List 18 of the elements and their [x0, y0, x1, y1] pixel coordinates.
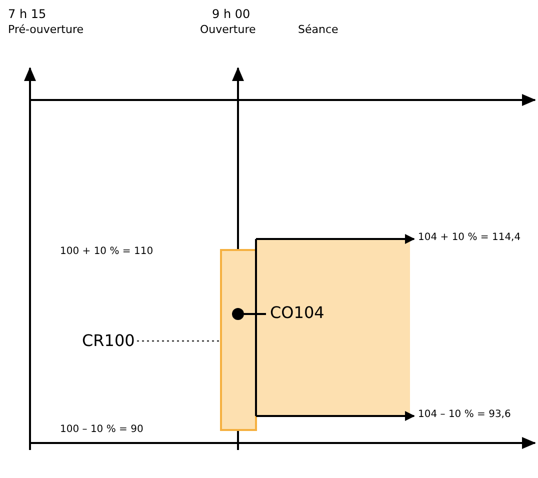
- limit-label: 100 + 10 % = 110: [60, 247, 154, 257]
- leader-line: [136, 340, 220, 342]
- price-label: CO104: [270, 305, 324, 321]
- price-dot: [232, 308, 244, 320]
- limit-label: 104 – 10 % = 93,6: [418, 410, 511, 420]
- price-label: CR100: [82, 333, 135, 349]
- phase-label: Ouverture: [200, 24, 256, 35]
- phase-label: Pré-ouverture: [8, 24, 84, 35]
- limit-label: 100 – 10 % = 90: [60, 425, 144, 435]
- phase-label: Séance: [298, 24, 338, 35]
- limit-label: 104 + 10 % = 114,4: [418, 233, 521, 243]
- arrow: [256, 411, 415, 421]
- leader-line: [244, 313, 266, 315]
- time-label: 9 h 00: [212, 8, 250, 20]
- price-band: [220, 249, 257, 431]
- arrow: [256, 234, 415, 244]
- price-band: [255, 239, 410, 416]
- time-label: 7 h 15: [8, 8, 46, 20]
